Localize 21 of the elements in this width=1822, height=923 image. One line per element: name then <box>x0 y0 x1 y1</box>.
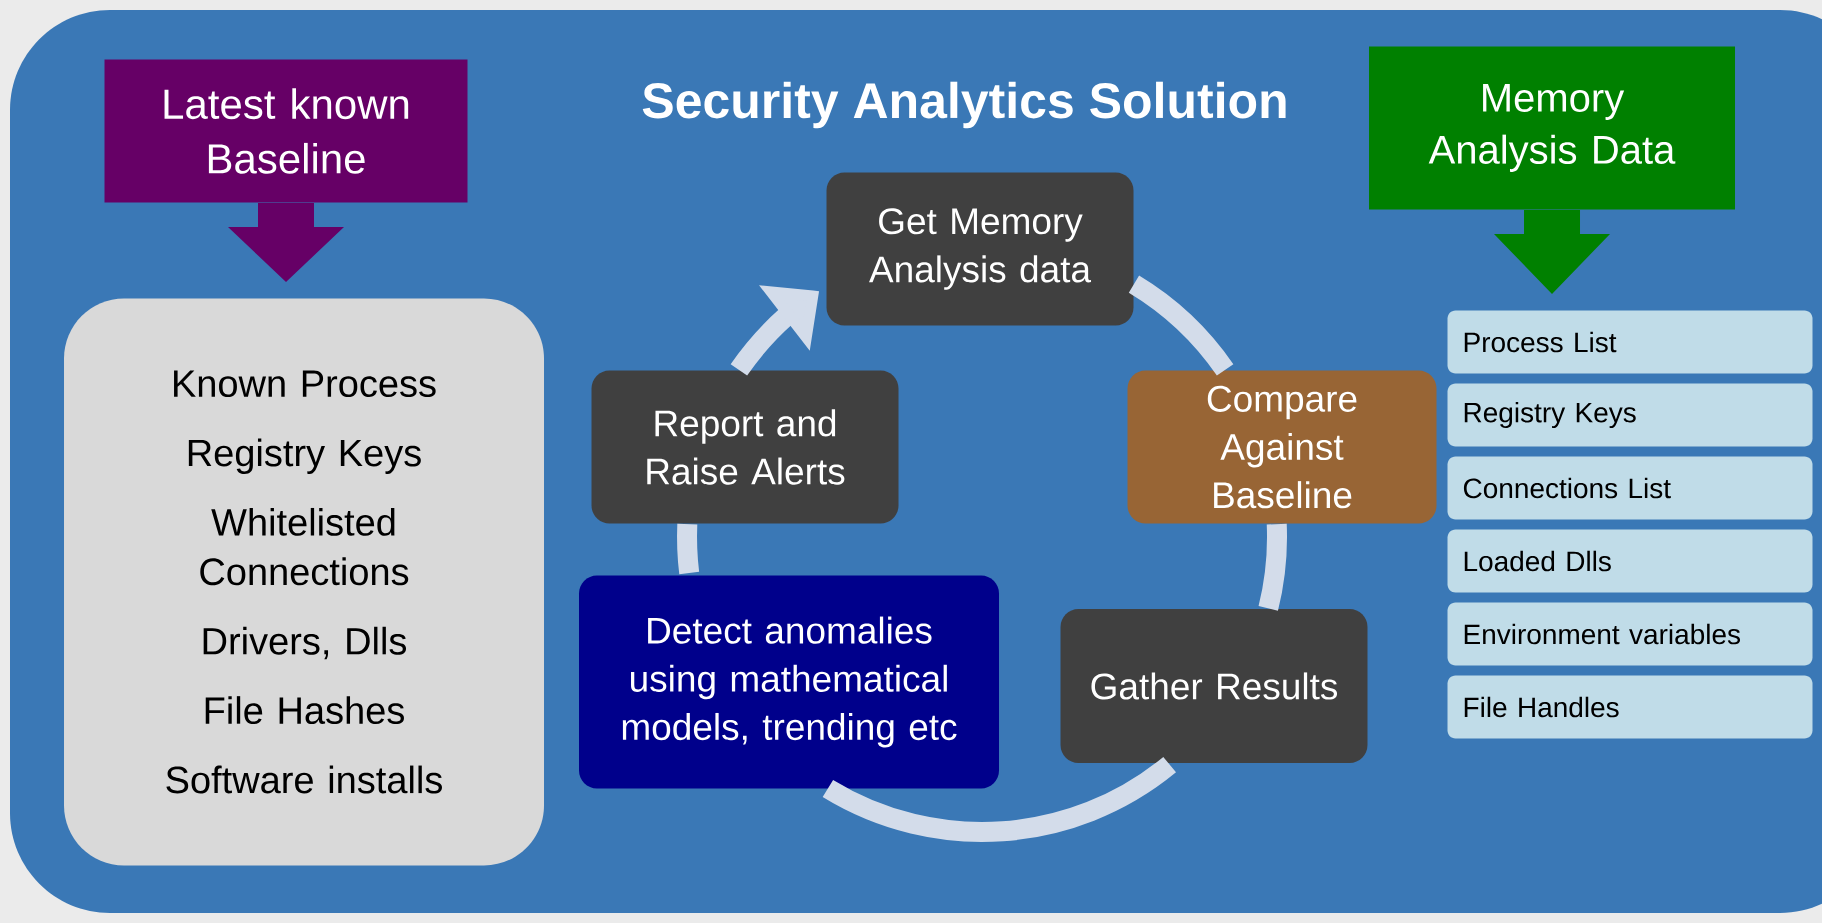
list-item: Connections List <box>1447 456 1813 520</box>
list-item: Registry Keys <box>1447 383 1813 447</box>
arrow <box>1494 209 1610 295</box>
cycle-ring-segment <box>823 756 1176 842</box>
callout-box: Latest known Baseline <box>104 59 468 203</box>
cycle-ring-segment <box>1128 275 1234 376</box>
cycle-ring-segment <box>1258 523 1287 611</box>
list-item: Loaded Dlls <box>1447 529 1813 593</box>
list-box: Known Process Registry Keys Whitelisted Connections Drivers, Dlls File Hashes Software installs <box>64 298 544 866</box>
process-box: Compare Against Baseline <box>1127 370 1437 524</box>
list-item: Environment variables <box>1447 602 1813 666</box>
callout-box: Memory Analysis Data <box>1369 46 1735 210</box>
title: Security Analytics Solution <box>642 81 1286 129</box>
process-box: Detect anomalies using mathematical models, trending etc <box>579 575 999 789</box>
process-box: Report and Raise Alerts <box>591 370 899 524</box>
arrow <box>228 202 344 283</box>
cycle-ring-segment <box>677 523 700 575</box>
process-box: Get Memory Analysis data <box>826 172 1134 326</box>
list-item: File Handles <box>1447 675 1813 739</box>
process-box: Gather Results <box>1060 609 1368 763</box>
list-item: Process List <box>1447 310 1813 374</box>
